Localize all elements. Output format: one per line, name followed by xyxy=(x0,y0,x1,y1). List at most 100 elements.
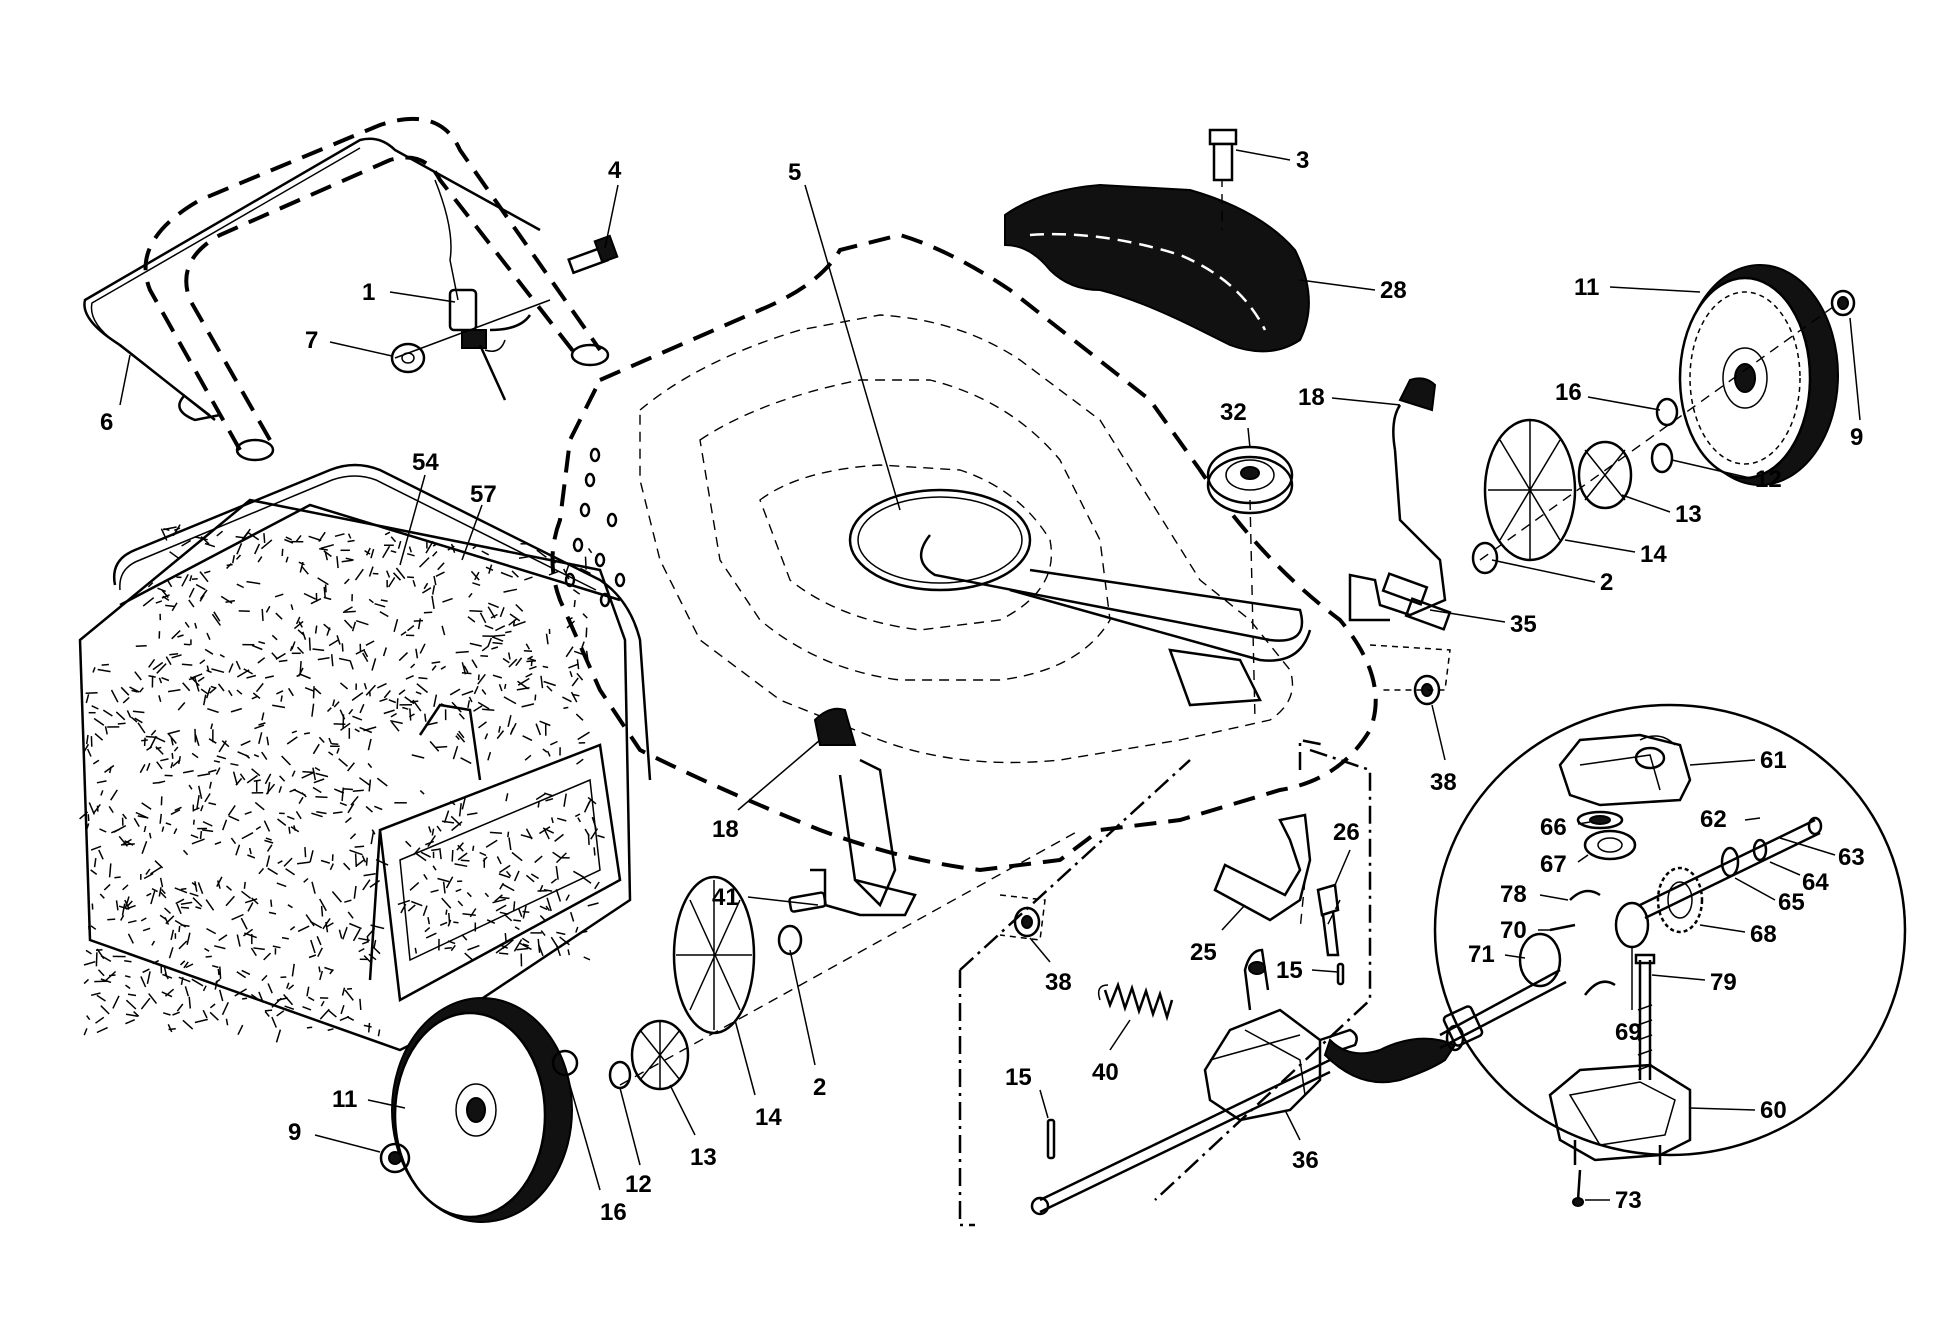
bag-texture-stroke xyxy=(287,904,293,909)
bag-texture-stroke xyxy=(276,997,288,1002)
bag-texture-stroke xyxy=(395,567,406,580)
bag-texture-stroke xyxy=(302,631,307,640)
bag-texture-stroke xyxy=(409,708,412,721)
bag-texture-stroke xyxy=(237,751,249,758)
bag-texture-stroke xyxy=(192,819,195,825)
bag-texture-stroke xyxy=(261,751,268,761)
bag-texture-stroke xyxy=(216,876,223,887)
bag-texture-stroke xyxy=(206,665,210,673)
bag-texture-stroke xyxy=(255,825,262,831)
bag-texture-stroke xyxy=(107,918,116,921)
bag-texture-stroke xyxy=(241,969,251,976)
bag-texture-stroke xyxy=(129,686,140,693)
bag-texture-stroke xyxy=(530,873,539,880)
bag-texture-stroke xyxy=(450,815,462,826)
bag-texture-stroke xyxy=(92,803,101,814)
bag-texture-stroke xyxy=(264,839,274,844)
bag-texture-stroke xyxy=(150,890,156,905)
bag-texture-stroke xyxy=(110,789,118,801)
bag-texture-stroke xyxy=(577,817,582,823)
bag-texture-stroke xyxy=(279,775,286,782)
svg-text:15: 15 xyxy=(1005,1064,1032,1091)
bag-texture-stroke xyxy=(304,847,307,858)
bag-texture-stroke xyxy=(312,648,325,652)
bag-texture-stroke xyxy=(202,694,207,706)
bag-texture-stroke xyxy=(137,722,146,734)
bag-texture-stroke xyxy=(127,993,137,997)
bag-texture-stroke xyxy=(150,866,162,875)
bag-texture-stroke xyxy=(220,595,233,604)
callout-16-right: 16 xyxy=(1555,379,1661,411)
bag-texture-stroke xyxy=(312,686,315,699)
bag-texture-stroke xyxy=(423,873,428,880)
bag-texture-stroke xyxy=(457,852,468,861)
bag-texture-stroke xyxy=(517,677,530,686)
bag-texture-stroke xyxy=(550,878,558,884)
callout-18-left: 18 xyxy=(712,739,821,843)
bag-texture-stroke xyxy=(126,710,132,718)
bag-texture-stroke xyxy=(423,582,429,590)
bag-texture-stroke xyxy=(462,912,476,916)
bag-texture-stroke xyxy=(214,945,226,950)
bag-texture-stroke xyxy=(336,635,341,645)
bag-texture-stroke xyxy=(513,939,523,952)
callout-78: 78 xyxy=(1500,881,1569,908)
bag-texture-stroke xyxy=(494,894,503,902)
bag-texture-stroke xyxy=(504,913,513,922)
bag-texture-stroke xyxy=(496,856,502,865)
bag-texture-stroke xyxy=(451,821,463,832)
bag-texture-stroke xyxy=(344,899,352,903)
bag-texture-stroke xyxy=(157,587,166,593)
bag-texture-stroke xyxy=(484,892,490,898)
svg-text:7: 7 xyxy=(305,327,318,354)
bag-texture-stroke xyxy=(225,895,235,907)
bag-texture-stroke xyxy=(306,1026,313,1029)
callout-7: 7 xyxy=(305,327,393,357)
bag-texture-stroke xyxy=(195,583,206,591)
bag-texture-stroke xyxy=(108,863,112,878)
deck-hole xyxy=(594,552,606,568)
bag-texture-stroke xyxy=(506,870,512,877)
bag-texture-stroke xyxy=(556,931,566,936)
bag-texture-stroke xyxy=(535,723,542,736)
bag-texture-stroke xyxy=(379,611,389,618)
bag-texture-stroke xyxy=(244,811,252,815)
bag-texture-stroke xyxy=(158,677,163,684)
bag-texture-stroke xyxy=(341,787,345,802)
bag-texture-stroke xyxy=(228,815,240,822)
bag-texture-stroke xyxy=(191,577,198,580)
bag-texture-stroke xyxy=(274,593,284,598)
bag-texture-stroke xyxy=(206,927,217,935)
bag-texture-stroke xyxy=(328,639,339,647)
bag-texture-stroke xyxy=(384,531,391,536)
bag-texture-stroke xyxy=(468,696,473,703)
bag-texture-stroke xyxy=(277,860,283,865)
bag-texture-stroke xyxy=(563,706,569,710)
bag-texture-stroke xyxy=(176,903,182,915)
svg-text:54: 54 xyxy=(412,449,439,476)
bag-texture-stroke xyxy=(383,709,395,715)
bag-texture-stroke xyxy=(411,754,425,759)
bag-texture-stroke xyxy=(85,734,89,745)
bag-texture-stroke xyxy=(280,695,283,702)
bag-texture-stroke xyxy=(253,754,260,758)
bag-texture-stroke xyxy=(202,985,207,992)
deck-hole xyxy=(589,447,601,463)
bag-texture-stroke xyxy=(390,721,400,732)
bag-texture-stroke xyxy=(312,786,322,794)
bag-texture-stroke xyxy=(597,834,605,839)
bag-texture-stroke xyxy=(437,877,450,883)
bag-texture-stroke xyxy=(221,819,228,831)
callout-5: 5 xyxy=(788,159,901,511)
bag-texture-stroke xyxy=(353,885,357,899)
bag-texture-stroke xyxy=(514,926,520,931)
bag-texture-stroke xyxy=(83,960,96,966)
bag-texture-stroke xyxy=(461,690,474,696)
bag-texture-stroke xyxy=(314,766,321,772)
bag-texture-stroke xyxy=(141,840,148,854)
gearbox-detail-circle xyxy=(1323,703,1907,1207)
bag-texture-stroke xyxy=(205,955,212,958)
bag-texture-stroke xyxy=(525,673,533,678)
bag-texture-stroke xyxy=(571,693,580,697)
bag-texture-stroke xyxy=(221,740,230,748)
